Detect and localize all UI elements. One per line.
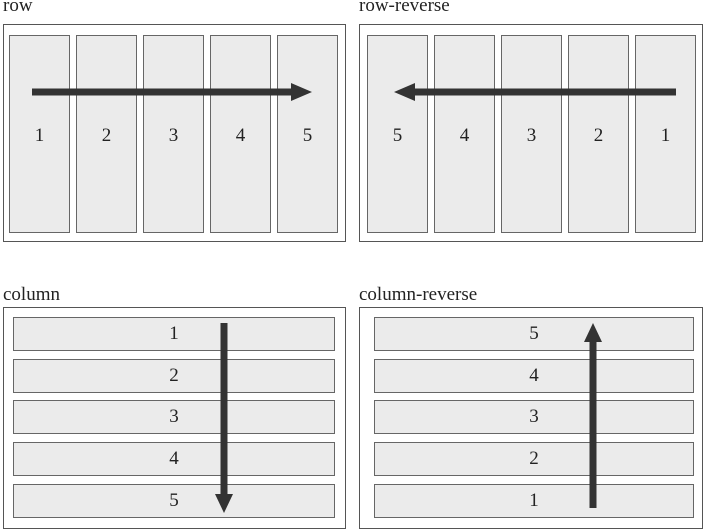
flex-item: 3 [374,400,694,434]
item-number: 4 [235,125,246,146]
item-number: 1 [169,323,179,344]
flex-item: 2 [568,35,629,233]
flex-item: 3 [13,400,335,434]
item-number: 3 [169,406,179,427]
panel-label-column-reverse: column-reverse [359,284,478,305]
item-number: 5 [169,490,179,511]
item-number: 4 [169,448,179,469]
flex-item: 4 [210,35,271,233]
item-number: 4 [529,365,539,386]
flex-item: 5 [13,484,335,518]
flex-item: 3 [143,35,204,233]
item-number: 3 [529,406,539,427]
item-number: 1 [660,125,671,146]
flex-item: 1 [9,35,70,233]
flex-item: 4 [434,35,495,233]
flex-item: 4 [13,442,335,476]
flex-item: 4 [374,359,694,393]
item-number: 2 [593,125,604,146]
flex-container-column-reverse: 5 4 3 2 1 [359,307,703,529]
item-number: 5 [529,323,539,344]
flex-item: 3 [501,35,562,233]
flex-item: 5 [374,317,694,351]
item-number: 1 [529,490,539,511]
item-number: 5 [392,125,403,146]
item-number: 2 [169,365,179,386]
item-number: 5 [302,125,313,146]
panel-label-column: column [3,284,60,305]
flex-item: 1 [635,35,696,233]
flex-item: 2 [13,359,335,393]
flex-item: 1 [13,317,335,351]
item-number: 4 [459,125,470,146]
flex-container-row: 1 2 3 4 5 [3,24,346,242]
flex-item: 1 [374,484,694,518]
flex-item: 2 [374,442,694,476]
item-number: 2 [101,125,112,146]
flex-container-row-reverse: 5 4 3 2 1 [359,24,703,242]
flex-item: 2 [76,35,137,233]
item-number: 3 [526,125,537,146]
flex-item: 5 [367,35,428,233]
item-number: 3 [168,125,179,146]
panel-label-row: row [3,0,33,16]
item-number: 2 [529,448,539,469]
flex-item: 5 [277,35,338,233]
panel-label-row-reverse: row-reverse [359,0,450,16]
flex-container-column: 1 2 3 4 5 [3,307,346,529]
item-number: 1 [34,125,45,146]
